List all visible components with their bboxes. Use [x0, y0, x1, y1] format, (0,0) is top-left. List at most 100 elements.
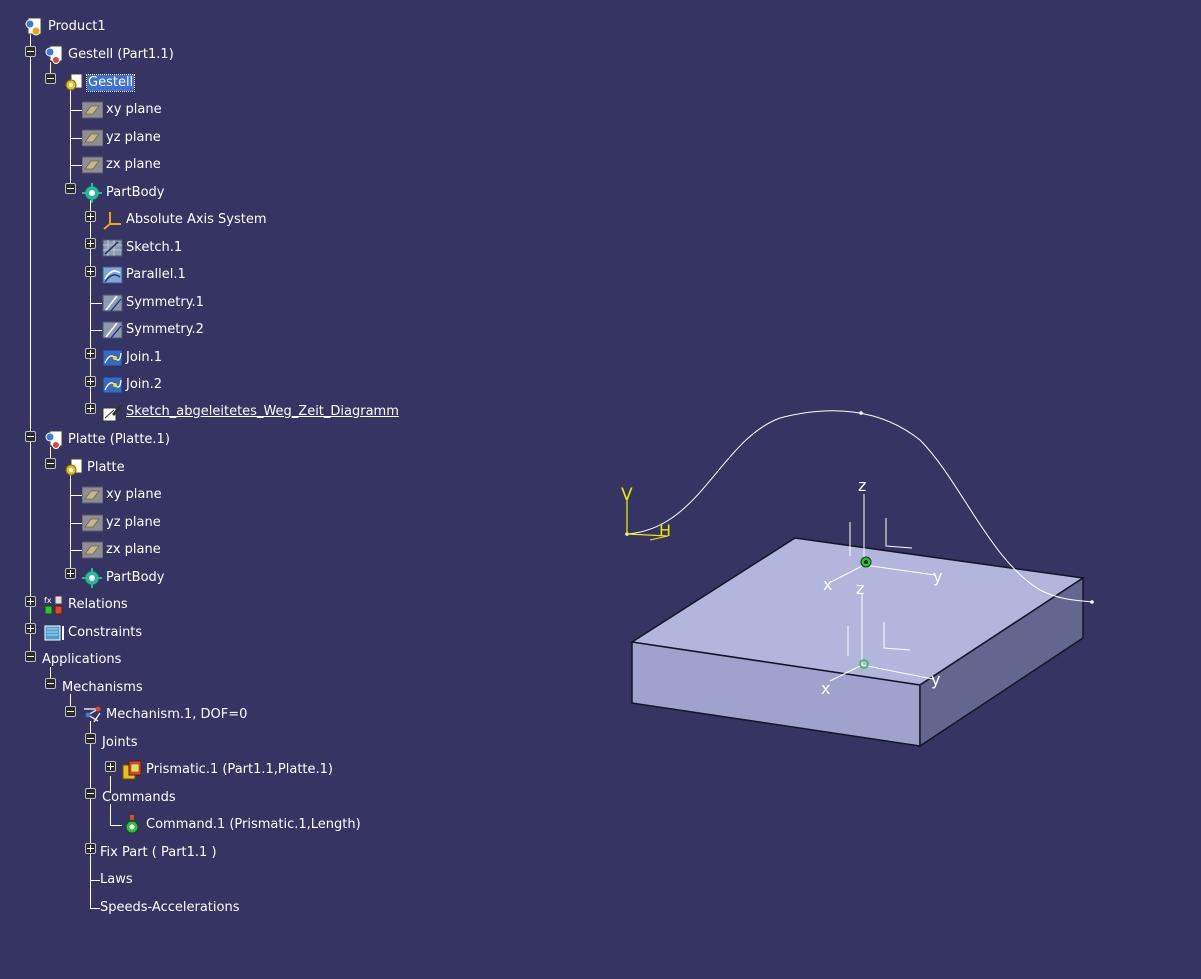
- axis-z-label: z: [856, 579, 864, 598]
- tree-connector: [50, 447, 51, 464]
- tree-connector: [70, 138, 82, 139]
- axis-y-label: y: [933, 567, 942, 586]
- tree-node-absolute-axis-system[interactable]: Absolute Axis System: [102, 209, 267, 231]
- expand-toggle[interactable]: [25, 623, 36, 634]
- collapse-toggle[interactable]: [45, 678, 56, 689]
- collapse-toggle[interactable]: [65, 183, 76, 194]
- specification-tree: Product1 Gestell (Part1.1) Gestell xy pl…: [0, 0, 560, 979]
- tree-node-speeds-accelerations[interactable]: Speeds-Accelerations: [100, 900, 240, 915]
- tree-node-partbody[interactable]: PartBody: [82, 567, 164, 589]
- tree-node-yz-plane[interactable]: yz plane: [82, 127, 161, 149]
- collapse-toggle[interactable]: [25, 46, 36, 57]
- tree-node-sketch1[interactable]: Sketch.1: [102, 237, 182, 259]
- tree-node-platte-part[interactable]: Platte: [63, 457, 125, 479]
- tree-node-fix-part[interactable]: Fix Part ( Part1.1 ): [100, 845, 217, 860]
- prismatic-joint-icon: [122, 760, 142, 780]
- sketch-pencil-icon: [102, 404, 123, 422]
- expand-toggle[interactable]: [85, 376, 96, 387]
- tree-connector: [70, 165, 82, 166]
- plane-icon: [82, 514, 103, 532]
- tree-node-mechanism1[interactable]: Mechanism.1, DOF=0: [82, 704, 247, 726]
- plane-icon: [82, 486, 103, 504]
- constraints-icon: [44, 625, 64, 641]
- tree-node-platte-instance[interactable]: Platte (Platte.1): [44, 429, 170, 451]
- collapse-toggle[interactable]: [25, 651, 36, 662]
- anchor-point-icon[interactable]: [859, 659, 869, 669]
- tree-connector: [50, 667, 51, 684]
- expand-toggle[interactable]: [85, 348, 96, 359]
- curve-point[interactable]: [859, 411, 863, 415]
- tree-connector: [90, 721, 91, 908]
- plane-icon: [82, 541, 103, 559]
- tree-connector: [70, 110, 82, 111]
- tree-connector: [70, 89, 71, 189]
- part-gear-icon: [65, 73, 83, 91]
- tree-node-laws[interactable]: Laws: [100, 872, 133, 887]
- expand-toggle[interactable]: [85, 403, 96, 414]
- mechanism-icon: [84, 706, 101, 723]
- axis-x-label: x: [823, 575, 832, 594]
- collapse-toggle[interactable]: [25, 431, 36, 442]
- expand-toggle[interactable]: [105, 761, 116, 772]
- tree-node-partbody[interactable]: PartBody: [82, 182, 164, 204]
- tree-node-zx-plane[interactable]: zx plane: [82, 154, 161, 176]
- tree-node-symmetry1[interactable]: Symmetry.1: [102, 292, 204, 314]
- tree-connector: [70, 694, 71, 711]
- tree-node-gestell-part[interactable]: Gestell: [63, 72, 136, 94]
- sketch-icon: [102, 239, 123, 257]
- collapse-toggle[interactable]: [45, 73, 56, 84]
- motion-curve[interactable]: [625, 410, 1093, 603]
- expand-toggle[interactable]: [85, 238, 96, 249]
- partbody-gear-icon: [82, 568, 102, 588]
- tree-node-relations[interactable]: fx Relations: [44, 594, 128, 616]
- symmetry-icon: [102, 294, 123, 312]
- join-icon: [102, 376, 123, 394]
- tree-node-yz-plane[interactable]: yz plane: [82, 512, 161, 534]
- tree-node-mechanisms[interactable]: Mechanisms: [62, 680, 143, 695]
- tree-connector: [90, 880, 100, 881]
- part-gear-icon: [65, 458, 83, 476]
- tree-node-join2[interactable]: Join.2: [102, 374, 162, 396]
- tree-node-sketch-diagram[interactable]: Sketch_abgeleitetes_Weg_Zeit_Diagramm: [102, 401, 399, 423]
- expand-toggle[interactable]: [25, 596, 36, 607]
- tree-node-zx-plane[interactable]: zx plane: [82, 539, 161, 561]
- tree-connector: [30, 34, 31, 658]
- collapse-toggle[interactable]: [65, 706, 76, 717]
- tree-node-symmetry2[interactable]: Symmetry.2: [102, 319, 204, 341]
- expand-toggle[interactable]: [85, 211, 96, 222]
- curve-point[interactable]: [1090, 600, 1094, 604]
- tree-node-product1[interactable]: Product1: [24, 16, 106, 38]
- tree-node-join1[interactable]: Join.1: [102, 347, 162, 369]
- expand-toggle[interactable]: [85, 266, 96, 277]
- tree-node-command1[interactable]: Command.1 (Prismatic.1,Length): [122, 814, 361, 836]
- collapse-toggle[interactable]: [45, 458, 56, 469]
- tree-connector: [50, 62, 51, 79]
- axis-x-label: x: [821, 679, 830, 698]
- plate-solid[interactable]: [629, 537, 1086, 748]
- expand-toggle[interactable]: [65, 568, 76, 579]
- tree-node-xy-plane[interactable]: xy plane: [82, 484, 162, 506]
- sketch-h-label: H: [659, 521, 671, 540]
- tree-connector: [90, 330, 102, 331]
- join-icon: [102, 349, 123, 367]
- collapse-toggle[interactable]: [85, 788, 96, 799]
- axis-system-icon: [103, 212, 121, 230]
- tree-node-joints[interactable]: Joints: [102, 735, 138, 750]
- tree-node-applications[interactable]: Applications: [42, 652, 122, 667]
- axis-y-label: y: [931, 670, 940, 689]
- tree-node-prismatic1[interactable]: Prismatic.1 (Part1.1,Platte.1): [122, 759, 333, 781]
- tree-node-xy-plane[interactable]: xy plane: [82, 99, 162, 121]
- symmetry-icon: [102, 321, 123, 339]
- collapse-toggle[interactable]: [85, 733, 96, 744]
- tree-node-parallel1[interactable]: Parallel.1: [102, 264, 186, 286]
- plate-side-face[interactable]: [919, 576, 1084, 748]
- sketch-v-label: V: [621, 485, 633, 505]
- 3d-viewport[interactable]: V H z x y z x y: [560, 0, 1201, 979]
- tree-node-commands[interactable]: Commands: [102, 790, 176, 805]
- tree-connector: [70, 474, 71, 574]
- tree-node-constraints[interactable]: Constraints: [44, 622, 142, 644]
- command-icon: [125, 815, 139, 834]
- tree-node-gestell-instance[interactable]: Gestell (Part1.1): [44, 44, 174, 66]
- part-axis-system-upper: z x y: [823, 476, 942, 594]
- expand-toggle[interactable]: [85, 843, 96, 854]
